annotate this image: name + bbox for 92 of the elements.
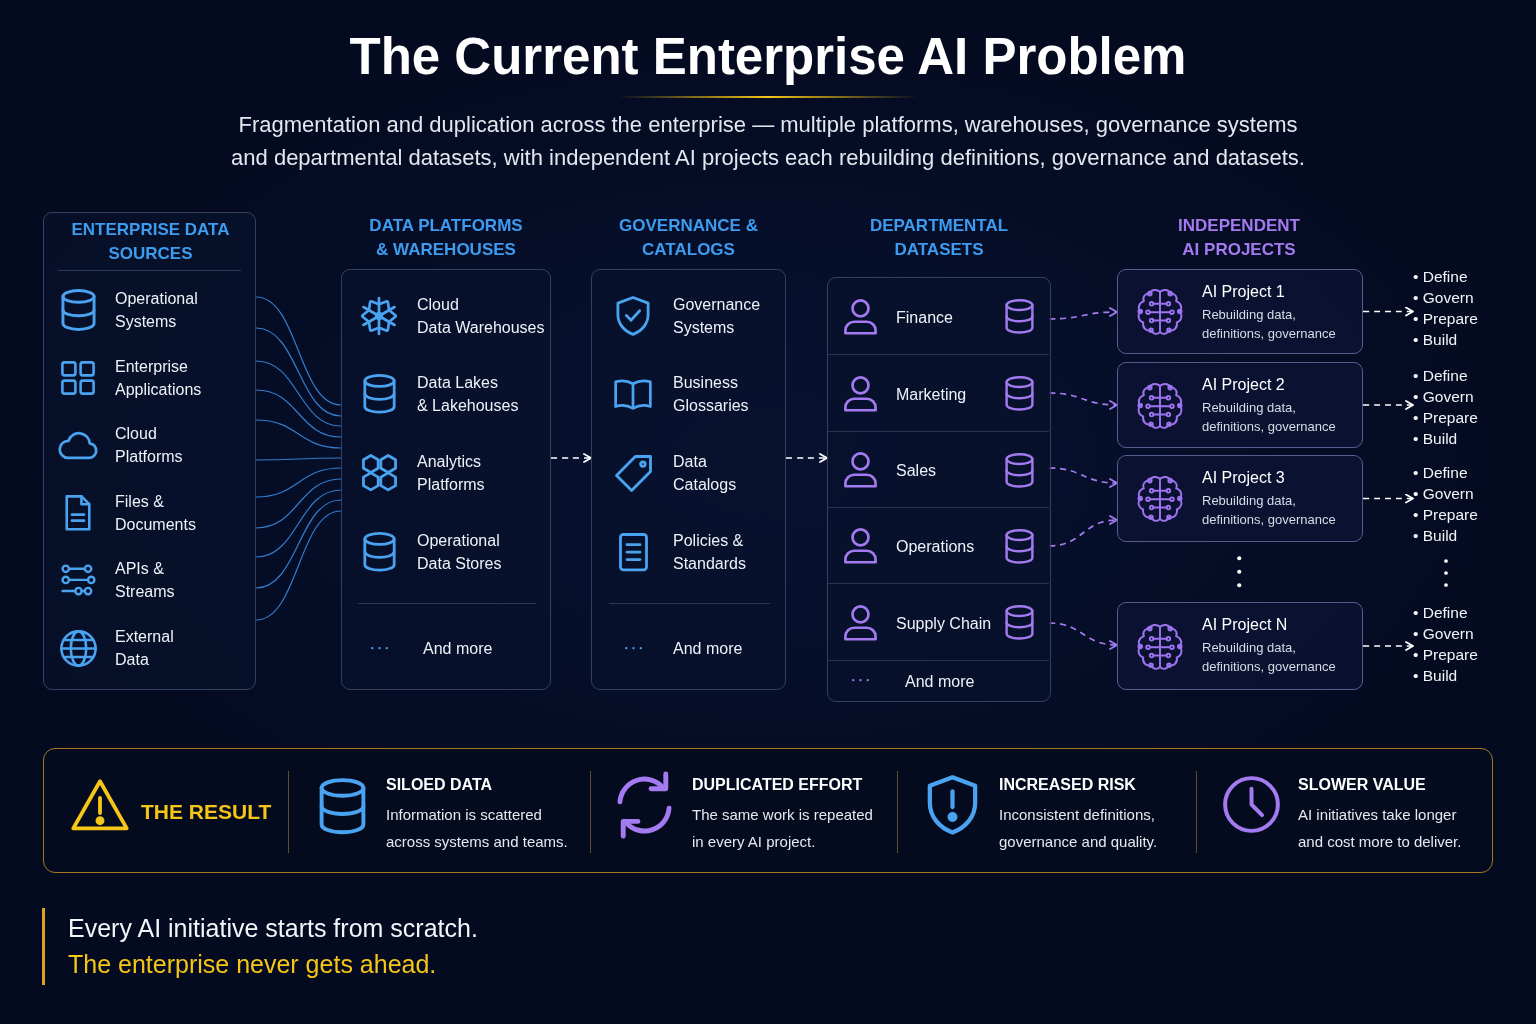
project-card (1117, 362, 1363, 448)
dashed-arrow (1048, 622, 1118, 650)
connector-line (255, 419, 342, 449)
tagline: Every AI initiative starts from scratch. (68, 913, 478, 944)
dashed-arrow (785, 453, 828, 463)
item-label: Governance Systems (673, 295, 761, 338)
project-description: Rebuilding data, definitions, governance (1202, 639, 1336, 676)
item-label: External Data (115, 627, 174, 670)
project-description: Rebuilding data, definitions, governance (1202, 306, 1336, 343)
item-label: Enterprise Applications (115, 357, 202, 400)
item-label: Analytics Platforms (417, 452, 485, 495)
section-heading: INCREASED RISK (999, 775, 1136, 795)
title: The Current Enterprise AI Problem (349, 27, 1187, 87)
bullet-item: • Define (1413, 365, 1468, 386)
bullet-item: • Define (1413, 266, 1468, 287)
item-label: Data Catalogs (673, 452, 737, 495)
column-heading: ENTERPRISE DATA SOURCES (71, 219, 230, 265)
section-heading: SLOWER VALUE (1298, 775, 1426, 795)
connector-line (255, 489, 342, 558)
item-label: And more (423, 638, 493, 659)
tagline: The enterprise never gets ahead. (68, 949, 437, 980)
bullet-item: • Prepare (1413, 644, 1478, 665)
department-name: Sales (896, 460, 937, 481)
item-label: APIs & Streams (115, 559, 175, 602)
item-label: Data Lakes & Lakehouses (417, 373, 519, 416)
panel (43, 212, 256, 690)
item-label: Cloud Data Warehouses (417, 295, 545, 338)
column-heading: DEPARTMENTAL DATASETS (869, 215, 1009, 261)
column-heading: INDEPENDENT AI PROJECTS (1178, 215, 1300, 261)
department-name: Supply Chain (896, 613, 992, 634)
project-description: Rebuilding data, definitions, governance (1202, 492, 1336, 529)
column-heading: GOVERNANCE & CATALOGS (619, 215, 758, 261)
project-title: AI Project 1 (1202, 282, 1285, 302)
section-heading: SILOED DATA (386, 775, 493, 795)
bullet-item: • Govern (1413, 483, 1474, 504)
dashed-arrow (1362, 400, 1414, 410)
item-label: And more (673, 638, 743, 659)
bullet-item: • Build (1413, 329, 1458, 350)
project-description: Rebuilding data, definitions, governance (1202, 399, 1336, 436)
result-heading: THE RESULT (141, 799, 272, 825)
bullet-item: • Govern (1413, 386, 1474, 407)
dashed-arrow (550, 453, 592, 463)
dashed-arrow (1048, 307, 1118, 320)
dashed-arrow (1362, 493, 1414, 504)
bullet-item: • Define (1413, 462, 1468, 483)
item-label: Files & Documents (115, 492, 196, 535)
dashed-arrow (1048, 515, 1118, 547)
item-label: Cloud Platforms (115, 424, 183, 467)
dashed-arrow (1048, 467, 1118, 488)
item-label: Operational Data Stores (417, 531, 502, 574)
bullet-item: • Build (1413, 665, 1458, 686)
section-description: Information is scattered across systems and teams. (386, 805, 568, 852)
bullet-item: • Prepare (1413, 407, 1478, 428)
bullet-item: • Define (1413, 602, 1468, 623)
section-heading: DUPLICATED EFFORT (692, 775, 863, 795)
dashed-arrow (1362, 641, 1414, 651)
department-name: Operations (896, 536, 975, 557)
bullet-item: • Prepare (1413, 504, 1478, 525)
subtitle: Fragmentation and duplication across the enterprise — multiple platforms, warehouses, governance systems and departmental datasets, with independent AI projects each rebuilding definitions, governance and datasets. (231, 111, 1305, 172)
bullet-item: • Govern (1413, 623, 1474, 644)
bullet-item: • Prepare (1413, 308, 1478, 329)
project-title: AI Project 3 (1202, 468, 1285, 488)
dashed-arrow (1048, 392, 1118, 410)
bullet-item: • Build (1413, 428, 1458, 449)
connector-line (255, 327, 342, 417)
department-name: And more (905, 671, 975, 691)
project-title: AI Project N (1202, 615, 1288, 635)
project-card (1117, 602, 1363, 690)
section-description: Inconsistent definitions, governance and quality. (999, 805, 1158, 852)
connector-line (255, 510, 342, 621)
bullet-item: • Build (1413, 525, 1458, 546)
connector-line (255, 467, 342, 498)
connector-line (255, 457, 342, 461)
connector-line (255, 296, 342, 406)
dashed-arrow (1362, 306, 1414, 317)
item-label: Operational Systems (115, 289, 198, 332)
project-card (1117, 269, 1363, 354)
department-name: Marketing (896, 384, 967, 405)
project-title: AI Project 2 (1202, 375, 1285, 395)
connector-line (255, 478, 342, 529)
column-heading: DATA PLATFORMS & WAREHOUSES (369, 215, 523, 261)
bullet-item: • Govern (1413, 287, 1474, 308)
connector-line (255, 499, 342, 589)
result-panel (43, 748, 1493, 873)
section-description: AI initiatives take longer and cost more to deliver. (1298, 805, 1462, 852)
section-description: The same work is repeated in every AI project. (692, 805, 873, 852)
department-name: Finance (896, 307, 953, 327)
connector-line (255, 360, 342, 427)
item-label: Business Glossaries (673, 373, 749, 416)
connector-line (255, 389, 342, 438)
project-card (1117, 455, 1363, 542)
item-label: Policies & Standards (673, 531, 746, 574)
